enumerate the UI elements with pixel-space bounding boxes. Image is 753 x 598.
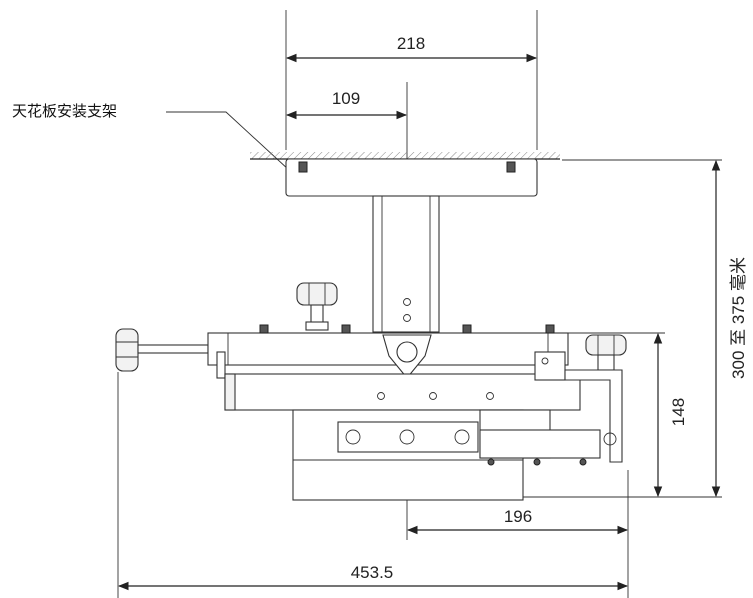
callout-label: 天花板安装支架 [12, 102, 117, 120]
callout-leader [166, 111, 303, 183]
projector-body [292, 409, 601, 501]
dim-text-453-5: 453.5 [351, 563, 394, 582]
dim-text-218: 218 [397, 34, 425, 53]
right-arm [534, 351, 623, 463]
ceiling-plate [285, 158, 538, 197]
upper-bar [207, 324, 569, 379]
right-knob [585, 334, 627, 371]
top-knob [296, 282, 338, 331]
dim-text-196: 196 [504, 507, 532, 526]
extension-lines [117, 10, 722, 598]
dim-text-109: 109 [332, 89, 360, 108]
column [372, 195, 440, 333]
dim-text-height-range: 300 至 375 毫米 [729, 257, 748, 379]
dim-text-148: 148 [669, 398, 688, 426]
ceiling [250, 152, 560, 160]
left-knob [115, 328, 209, 372]
